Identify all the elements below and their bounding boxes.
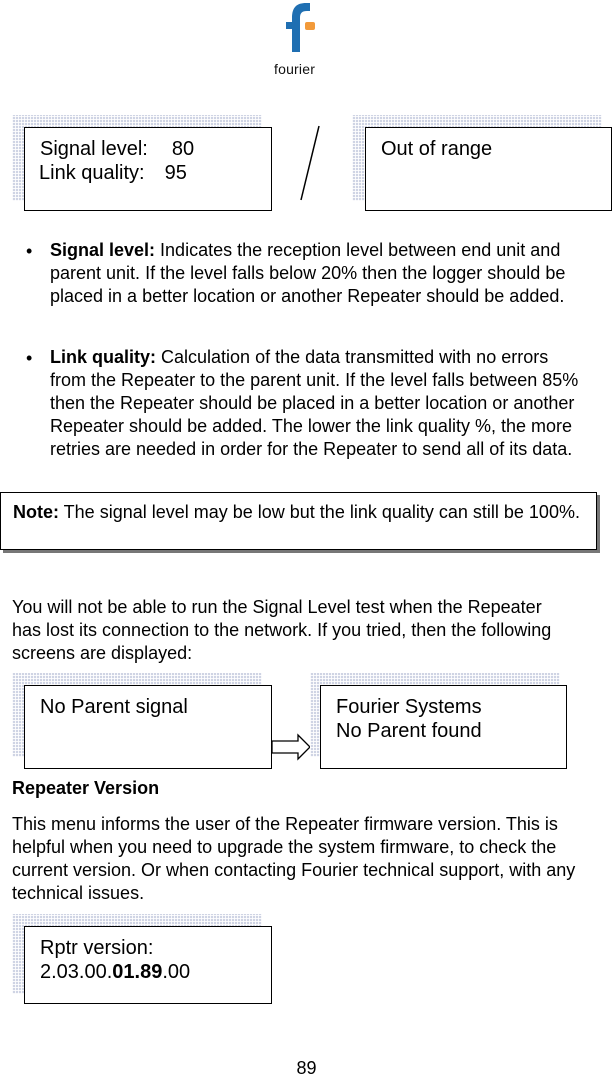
arrow-right-icon — [271, 733, 311, 761]
fourier-systems-screen: Fourier Systems No Parent found — [320, 685, 567, 769]
slash-divider — [300, 125, 320, 201]
bullet-dot: • — [26, 241, 33, 261]
fourier-logo-icon — [286, 3, 315, 52]
paragraph-repeater-version: This menu informs the user of the Repeat… — [12, 814, 576, 903]
section-heading: Repeater Version — [12, 778, 160, 798]
no-parent-signal-screen: No Parent signal — [24, 685, 272, 769]
page-number: 89 — [296, 1058, 317, 1078]
version-screen: Rptr version: 2.03.00.01.89.00 — [24, 926, 272, 1004]
paragraph-signal-test: You will not be able to run the Signal L… — [12, 597, 552, 663]
signal-level-line: Signal level:80 — [40, 138, 195, 160]
signal-level-screen: Signal level:80 Link quality:95 — [24, 127, 272, 211]
bullet-signal-level: Signal level: Indicates the reception le… — [50, 240, 566, 306]
note-box: Note: The signal level may be low but th… — [0, 492, 597, 550]
logo-text: fourier — [274, 61, 316, 77]
bullet-link-quality: Link quality: Calculation of the data tr… — [50, 347, 579, 459]
fourier-logo: fourier — [270, 0, 330, 78]
link-quality-line: Link quality:95 — [39, 162, 187, 184]
out-of-range-screen: Out of range — [365, 127, 612, 211]
bullet-dot: • — [26, 348, 33, 368]
version-number: 2.03.00.01.89.00 — [40, 961, 191, 983]
